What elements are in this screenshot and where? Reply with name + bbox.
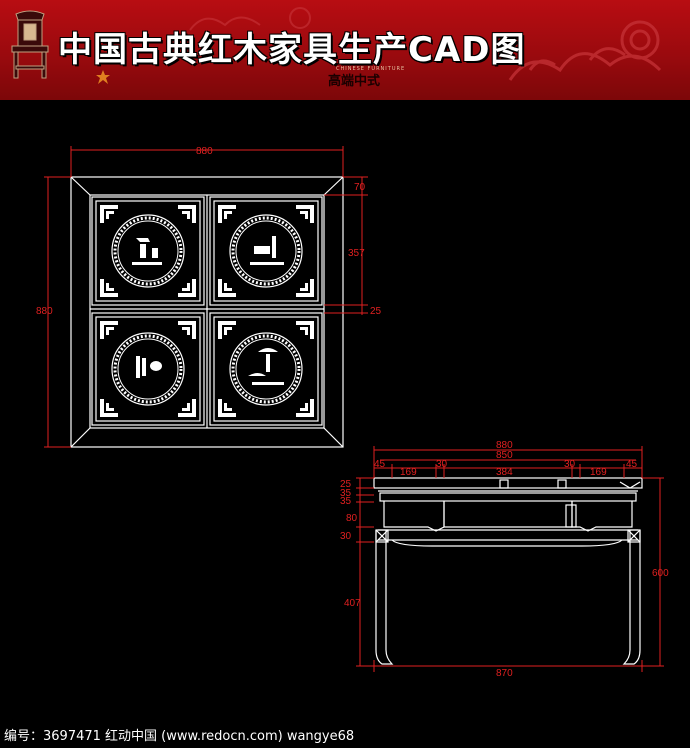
- banner-subtitle: 高端中式: [328, 74, 381, 89]
- elevation-view: [373, 477, 643, 665]
- elevation-segment: 30: [564, 459, 576, 470]
- elevation-segment: 169: [590, 467, 607, 478]
- plan-view: [70, 176, 344, 448]
- elevation-left-dim: 35: [340, 488, 352, 499]
- plan-medallions: [100, 205, 314, 417]
- footer-text: 编号：3697471 红动中国 (www.redocn.com) wangye6…: [4, 729, 355, 744]
- header-banner: 中国古典红木家具生产CAD图 CHINESE FURNITURE 高端中式: [0, 0, 690, 100]
- elevation-segment: 169: [400, 467, 417, 478]
- elevation-left-dim: 35: [340, 496, 352, 507]
- elevation-segment: 45: [626, 459, 638, 470]
- plan-height-label: 880: [36, 306, 53, 317]
- elevation-segment: 45: [374, 459, 386, 470]
- elevation-segment: 384: [496, 467, 513, 478]
- plan-width-label: 880: [196, 146, 213, 157]
- plan-dimensions: [44, 146, 368, 448]
- elevation-left-dim: 80: [346, 513, 358, 524]
- elevation-left-dim: 25: [340, 479, 352, 490]
- plan-gap-label: 25: [370, 306, 382, 317]
- elevation-height: 600: [652, 568, 669, 579]
- cloud-ornament-icon: [189, 7, 311, 31]
- elevation-dimensions: [356, 446, 664, 672]
- elevation-overall-width: 880: [496, 440, 513, 451]
- plan-frame-label: 70: [354, 182, 366, 193]
- elevation-base-width: 870: [496, 668, 513, 679]
- page-title: 中国古典红木家具生产CAD图: [58, 30, 526, 70]
- elevation-left-dim: 407: [344, 598, 361, 609]
- elevation-left-dim: 30: [340, 531, 352, 542]
- chair-logo-icon: [11, 10, 49, 79]
- maple-leaf-icon: [96, 70, 110, 84]
- elevation-segment: 30: [436, 459, 448, 470]
- cad-drawing: 880 880 70 357 25: [36, 146, 669, 679]
- banner-tagline: CHINESE FURNITURE: [336, 66, 406, 72]
- footer-bar: 编号：3697471 红动中国 (www.redocn.com) wangye6…: [0, 720, 690, 748]
- cloud-ornament-icon: [508, 20, 662, 81]
- elevation-inner-width: 850: [496, 450, 513, 461]
- plan-panel-label: 357: [348, 248, 365, 259]
